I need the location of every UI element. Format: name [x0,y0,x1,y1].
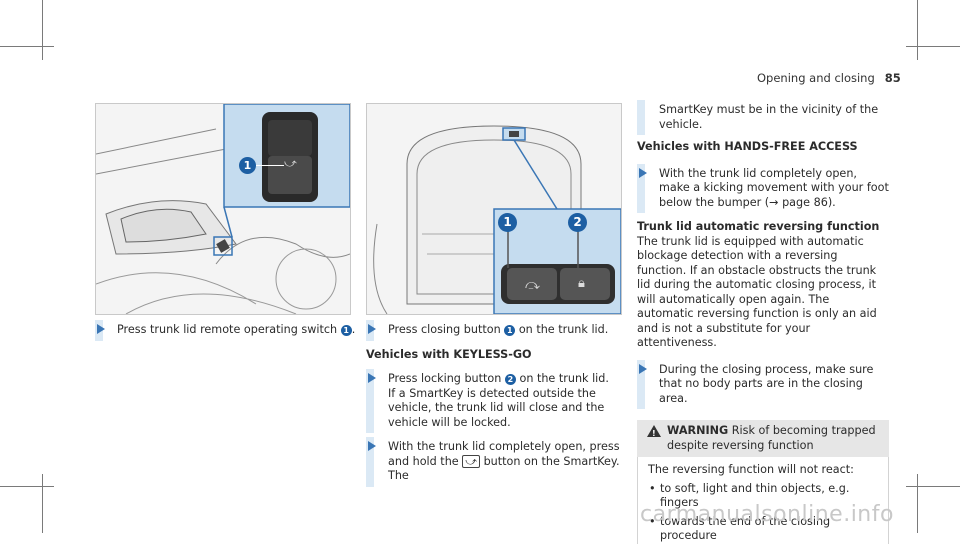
step-text: During the closing process, make sure th… [659,362,874,405]
instruction-step: Press closing button 1 on the trunk lid. [366,320,626,341]
figure-callout: 1 [239,157,256,174]
instruction-step: Press locking button 2 on the trunk lid.… [366,369,626,433]
callout-badge: 2 [504,374,516,385]
warning-header: ! WARNING Risk of becoming trapped despi… [637,420,889,457]
callout-badge: 1 [504,325,516,336]
trunk-close-icon: ⤼ [525,277,540,293]
section-title: Opening and closing [757,71,875,85]
step-bar [366,437,374,487]
figure-callout: 1 [498,213,517,232]
step-text: With the trunk lid completely open, pres… [388,440,620,468]
step-text: on the trunk lid. [519,372,609,385]
crop-mark [42,474,43,533]
section-heading: Vehicles with HANDS-FREE ACCESS [637,140,858,153]
column-2: Press closing button 1 on the trunk lid.… [366,320,626,492]
step-arrow-icon [639,363,647,374]
warning-label: WARNING [667,424,729,437]
column-3: SmartKey must be in the vicinity of the … [637,100,889,544]
step-arrow-icon [639,167,647,178]
list-item: to soft, light and thin objects, e.g. fi… [648,482,878,511]
warning-body: The reversing function will not react: t… [637,457,889,544]
step-arrow-icon [368,324,376,334]
step-arrow-icon [97,324,105,334]
warning-title: Risk of becoming trapped despite reversi… [667,424,876,452]
step-text: Press locking button [388,372,502,385]
step-bar [637,100,645,135]
crop-mark [0,486,54,487]
column-1: Press trunk lid remote operating switch … [95,320,365,346]
step-detail: If a SmartKey is detected outside the ve… [388,386,605,429]
lock-icon: 🔒︎ [578,276,585,291]
instruction-step-continued: SmartKey must be in the vicinity of the … [637,100,889,135]
step-text: button on the SmartKey. The [388,454,620,483]
figure-callout: 2 [568,213,587,232]
instruction-step: Press trunk lid remote operating switch … [95,320,365,341]
figure-trunk-buttons: 1 2 ⤼ 🔒︎ [366,103,622,315]
paragraph: The trunk lid is equipped with automatic… [637,234,877,350]
trunk-open-icon: ⤻ [462,454,480,468]
figure-remote-switch: 1 ⤻ [95,103,351,315]
callout-badge: 1 [340,325,352,336]
step-text: SmartKey must be in the vicinity of the … [659,103,879,131]
crop-mark [906,46,960,47]
watermark: carmanualsonline.info [640,502,894,527]
instruction-step: During the closing process, make sure th… [637,359,889,409]
page-number: 85 [884,71,901,85]
step-text: Press trunk lid remote operating switch [117,323,338,336]
step-bar [637,359,645,409]
crop-mark [917,0,918,60]
trunk-illustration [367,104,621,314]
step-bar [637,163,645,213]
instruction-step: With the trunk lid completely open, make… [637,163,889,213]
crop-mark [42,0,43,60]
door-illustration [96,104,350,314]
page-header: Opening and closing 85 [757,71,901,85]
step-arrow-icon [368,441,376,451]
step-text: With the trunk lid completely open, make… [659,166,889,209]
crop-mark [0,46,54,47]
step-end: . [351,323,356,336]
step-text: on the trunk lid. [518,323,609,336]
section-heading: Vehicles with KEYLESS-GO [366,347,532,361]
instruction-step: With the trunk lid completely open, pres… [366,437,626,487]
crop-mark [917,474,918,533]
step-arrow-icon [368,373,376,383]
step-bar [366,369,374,433]
crop-mark [906,486,960,487]
warning-box: ! WARNING Risk of becoming trapped despi… [637,420,889,544]
warning-icon: ! [647,425,661,438]
warning-intro: The reversing function will not react: [648,463,854,476]
section-heading: Trunk lid automatic reversing function [637,220,880,233]
step-text: Press closing button [388,323,501,336]
trunk-open-icon: ⤻ [284,156,297,170]
callout-leader-line [256,165,284,166]
